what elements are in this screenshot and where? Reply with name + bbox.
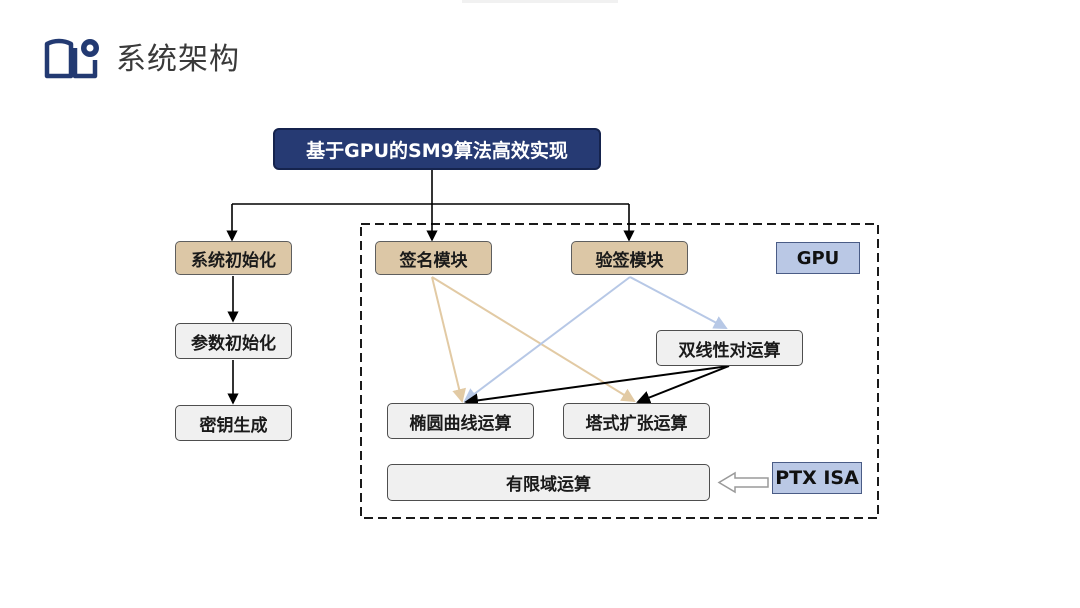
book-pin-icon xyxy=(44,38,99,79)
ecc-node: 椭圆曲线运算 xyxy=(387,403,534,439)
pairing-to-ecc xyxy=(464,365,730,408)
verify-module-node: 验签模块 xyxy=(571,241,688,275)
page-title: 系统架构 xyxy=(116,42,240,77)
pairing-to-tower xyxy=(636,365,730,405)
verify-to-pairing xyxy=(629,276,728,329)
tower-ext-node: 塔式扩张运算 xyxy=(563,403,710,439)
gpu-label: GPU xyxy=(776,242,860,274)
gpu-region-border xyxy=(360,223,879,519)
sign-to-tower xyxy=(431,276,636,403)
top-tab xyxy=(462,0,618,3)
ptx-isa-label: PTX ISA xyxy=(772,462,862,494)
verify-to-ecc xyxy=(463,276,631,403)
key-gen-node: 密钥生成 xyxy=(175,405,292,441)
system-init-node: 系统初始化 xyxy=(175,241,292,275)
pairing-node: 双线性对运算 xyxy=(656,330,803,366)
root-node: 基于GPU的SM9算法高效实现 xyxy=(273,128,601,170)
sign-to-ecc xyxy=(431,276,466,403)
sign-module-node: 签名模块 xyxy=(375,241,492,275)
finite-field-node: 有限域运算 xyxy=(387,464,710,501)
param-init-node: 参数初始化 xyxy=(175,323,292,359)
ptx-hollow-arrow xyxy=(717,471,769,494)
